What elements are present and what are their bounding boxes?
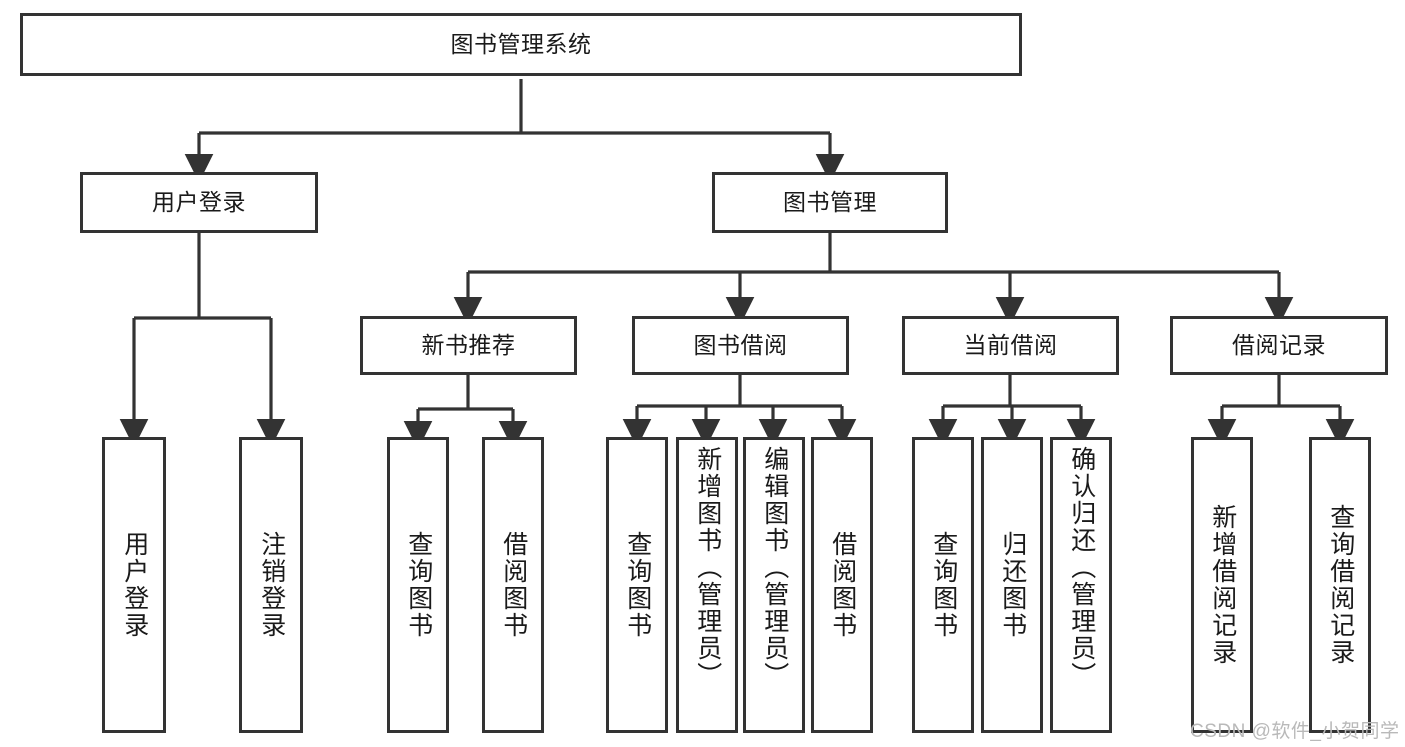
- leaf-user-login-label: 用户登录: [120, 531, 149, 639]
- node-book-manage[interactable]: 图书管理: [712, 172, 948, 233]
- leaf-br-add-record-label: 新增借阅记录: [1208, 504, 1237, 666]
- leaf-bb-borrow-book-label: 借阅图书: [828, 531, 857, 639]
- leaf-logout[interactable]: 注销登录: [239, 437, 303, 733]
- leaf-cb-return-book[interactable]: 归还图书: [981, 437, 1043, 733]
- leaf-br-add-record[interactable]: 新增借阅记录: [1191, 437, 1253, 733]
- leaf-cb-return-book-label: 归还图书: [998, 531, 1027, 639]
- leaf-bb-add-book[interactable]: 新增图书（管理员）: [676, 437, 738, 733]
- leaf-nb-query-book[interactable]: 查询图书: [387, 437, 449, 733]
- leaf-nb-borrow-book[interactable]: 借阅图书: [482, 437, 544, 733]
- leaf-bb-edit-book-label: 编辑图书（管理员）: [760, 446, 789, 689]
- leaf-bb-query-book[interactable]: 查询图书: [606, 437, 668, 733]
- node-book-borrow[interactable]: 图书借阅: [632, 316, 849, 375]
- node-new-book-recommend[interactable]: 新书推荐: [360, 316, 577, 375]
- leaf-bb-edit-book[interactable]: 编辑图书（管理员）: [743, 437, 805, 733]
- leaf-bb-borrow-book[interactable]: 借阅图书: [811, 437, 873, 733]
- leaf-cb-confirm-return[interactable]: 确认归还（管理员）: [1050, 437, 1112, 733]
- node-user-login[interactable]: 用户登录: [80, 172, 318, 233]
- node-user-login-label: 用户登录: [152, 189, 246, 216]
- node-root-label: 图书管理系统: [450, 31, 592, 58]
- watermark-text: CSDN @软件_小贺同学: [1190, 721, 1400, 742]
- leaf-user-login[interactable]: 用户登录: [102, 437, 166, 733]
- node-borrow-record[interactable]: 借阅记录: [1170, 316, 1388, 375]
- leaf-br-query-record[interactable]: 查询借阅记录: [1309, 437, 1371, 733]
- leaf-nb-query-book-label: 查询图书: [404, 531, 433, 639]
- node-book-borrow-label: 图书借阅: [693, 332, 788, 359]
- leaf-bb-add-book-label: 新增图书（管理员）: [693, 446, 722, 689]
- node-borrow-record-label: 借阅记录: [1232, 332, 1326, 359]
- leaf-cb-query-book-label: 查询图书: [929, 531, 958, 639]
- leaf-logout-label: 注销登录: [257, 531, 286, 639]
- node-current-borrow-label: 当前借阅: [963, 332, 1058, 359]
- leaf-bb-query-book-label: 查询图书: [623, 531, 652, 639]
- leaf-cb-query-book[interactable]: 查询图书: [912, 437, 974, 733]
- node-new-book-recommend-label: 新书推荐: [421, 332, 516, 359]
- leaf-br-query-record-label: 查询借阅记录: [1326, 504, 1355, 666]
- node-book-manage-label: 图书管理: [783, 189, 877, 216]
- node-root[interactable]: 图书管理系统: [20, 13, 1022, 76]
- leaf-nb-borrow-book-label: 借阅图书: [499, 531, 528, 639]
- node-current-borrow[interactable]: 当前借阅: [902, 316, 1119, 375]
- leaf-cb-confirm-return-label: 确认归还（管理员）: [1067, 446, 1096, 689]
